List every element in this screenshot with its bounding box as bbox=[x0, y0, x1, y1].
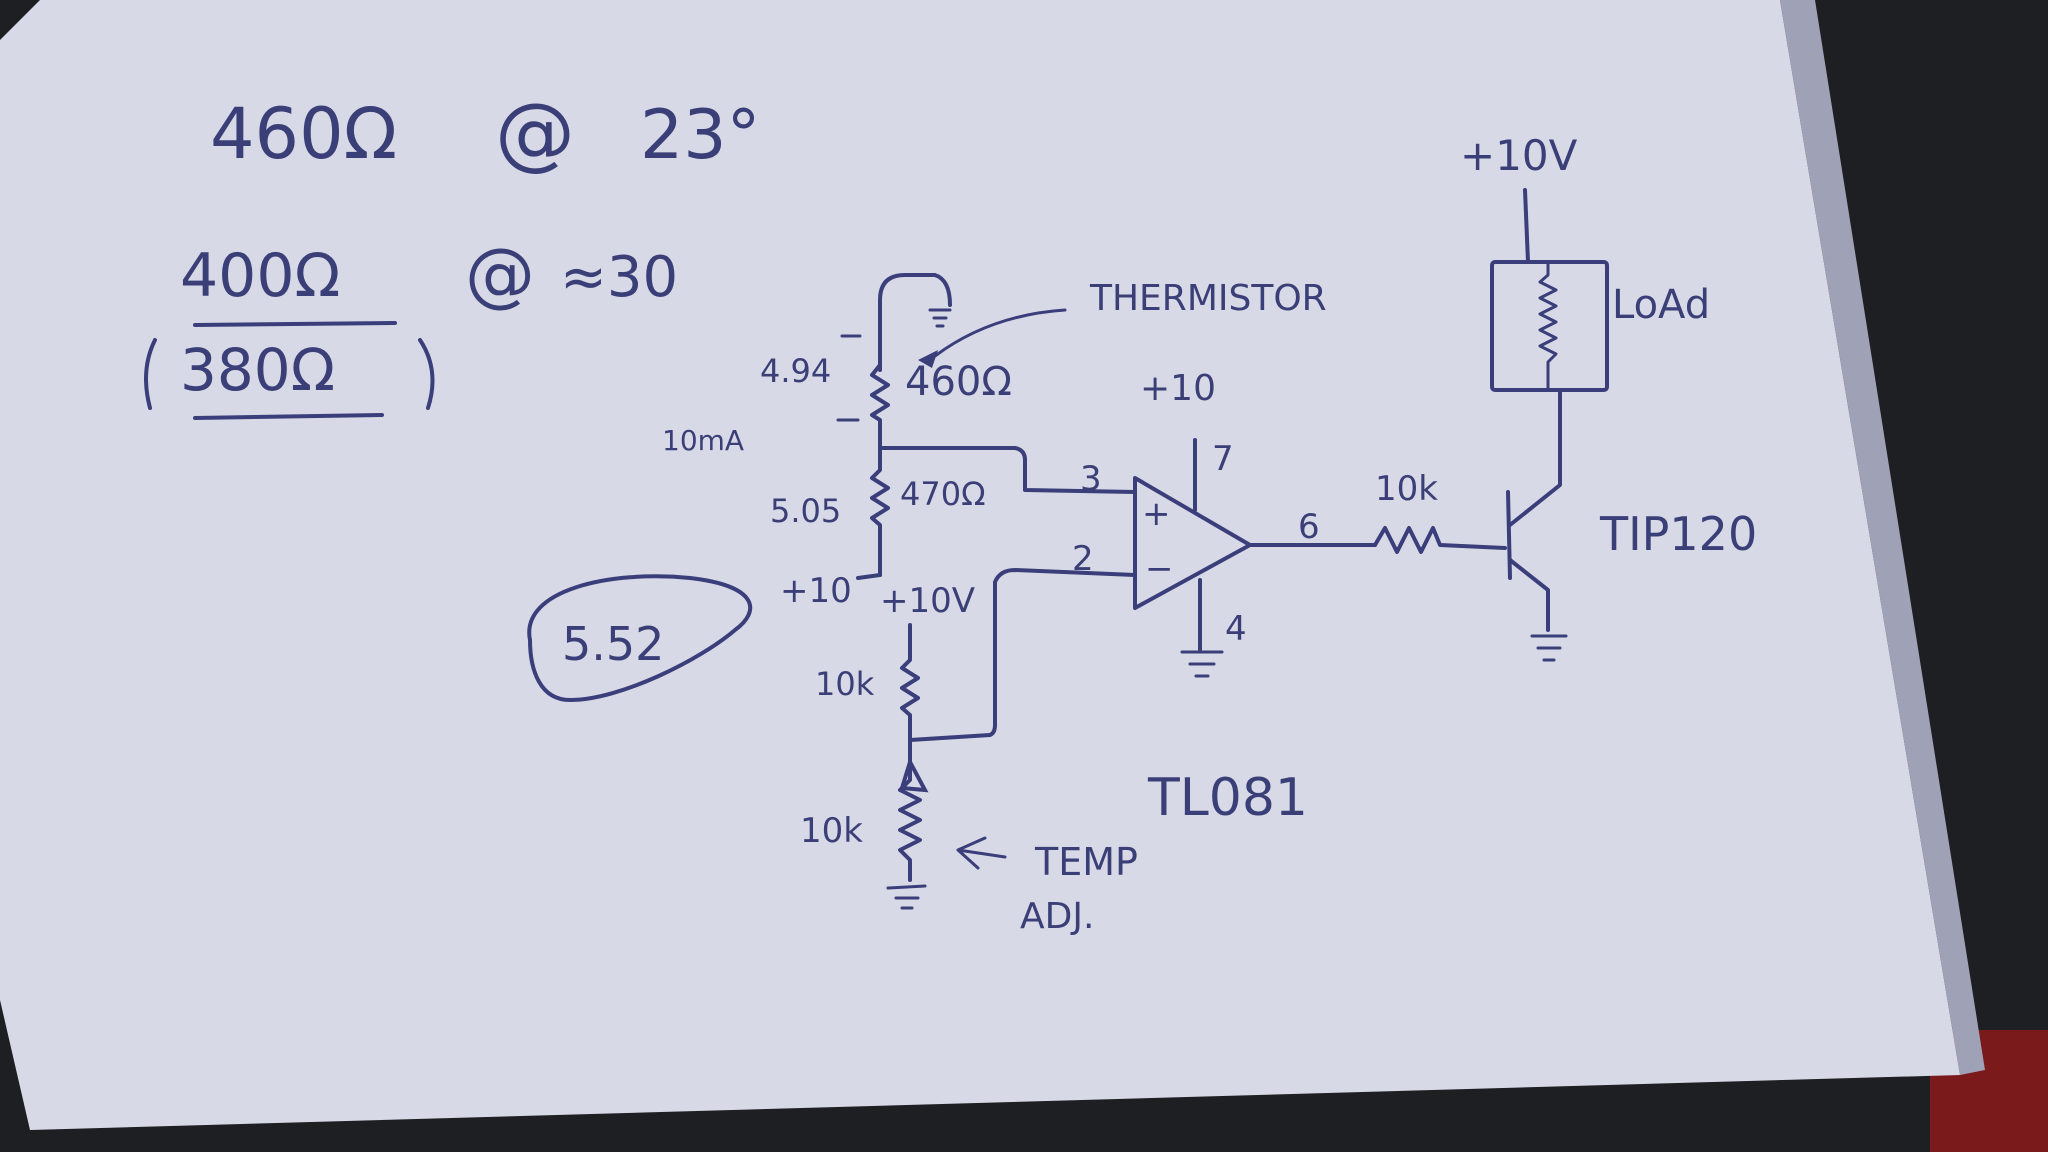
opamp-part-number: TL081 bbox=[1147, 768, 1308, 828]
divider-current: 10mA bbox=[662, 424, 744, 457]
note-underline-2 bbox=[193, 413, 384, 420]
base-resistor-symbol bbox=[1373, 526, 1507, 554]
note-resistance-380: 380Ω bbox=[180, 336, 335, 404]
note-at-symbol-1: @ bbox=[495, 86, 575, 179]
opamp-supply: +10 bbox=[1140, 368, 1216, 409]
divider-resistor-value: 470Ω bbox=[900, 475, 986, 513]
thermistor-top-wire bbox=[878, 273, 952, 372]
pot-value: 10k bbox=[800, 811, 863, 851]
ref-resistor-value: 10k bbox=[815, 665, 875, 703]
wire-divider-to-noninverting bbox=[878, 446, 1137, 494]
thermistor-pointer-line bbox=[933, 308, 1067, 358]
opamp-symbol bbox=[1133, 476, 1252, 610]
load-supply: +10V bbox=[1460, 131, 1578, 180]
note-bracket-left bbox=[144, 338, 157, 410]
opamp-plus-sign: + bbox=[1142, 494, 1171, 534]
note-bracket-right bbox=[418, 338, 435, 410]
transistor-part-number: TIP120 bbox=[1599, 507, 1757, 561]
load-label: LoAd bbox=[1612, 282, 1710, 328]
opamp-pin-noninv: 3 bbox=[1080, 459, 1102, 499]
ref-resistor-symbol bbox=[900, 623, 920, 742]
opamp-pin-gnd: 4 bbox=[1225, 609, 1247, 649]
thermistor-symbol bbox=[870, 363, 890, 452]
note-temp-30: ≈30 bbox=[560, 245, 678, 310]
base-resistor-value: 10k bbox=[1375, 469, 1438, 509]
paper-shadow-edge bbox=[1780, 0, 1985, 1075]
note-at-symbol-2: @ bbox=[465, 233, 535, 315]
wire-ref-to-inverting bbox=[908, 568, 1137, 742]
transistor-collector bbox=[1508, 388, 1562, 527]
measured-voltage: 5.52 bbox=[562, 617, 664, 671]
load-supply-wire bbox=[1523, 188, 1530, 264]
load-resistor-symbol bbox=[1538, 260, 1558, 392]
opamp-pin-out: 6 bbox=[1298, 507, 1320, 547]
divider-resistor-symbol bbox=[870, 446, 890, 577]
divider-voltage: 5.05 bbox=[770, 492, 841, 530]
note-temp-23: 23° bbox=[640, 96, 761, 175]
measured-voltage-circle bbox=[527, 574, 752, 702]
thermistor-value: 460Ω bbox=[905, 359, 1012, 405]
note-underline-1 bbox=[193, 321, 397, 327]
pot-pointer-arrow bbox=[956, 836, 1007, 870]
opamp-minus-sign: − bbox=[1145, 549, 1174, 589]
divider-supply: +10 bbox=[780, 571, 852, 611]
pot-ground-bar-1 bbox=[886, 884, 927, 890]
pot-wiper-arrow bbox=[899, 756, 929, 793]
thermistor-label: THERMISTOR bbox=[1089, 278, 1327, 319]
transistor-emitter bbox=[1508, 558, 1550, 632]
paper-sheet bbox=[0, 0, 1960, 1130]
transistor-base-bar bbox=[1506, 490, 1512, 580]
opamp-pin-inv: 2 bbox=[1072, 539, 1094, 579]
pot-label-adj: ADJ. bbox=[1020, 896, 1094, 937]
thermistor-voltage: 4.94 bbox=[760, 352, 831, 390]
thermistor-arrowhead bbox=[918, 350, 938, 368]
ref-supply: +10V bbox=[880, 581, 975, 621]
note-resistance-30: 400Ω bbox=[180, 241, 340, 311]
note-resistance-23: 460Ω bbox=[210, 93, 397, 175]
pot-label-temp: TEMP bbox=[1034, 840, 1138, 884]
divider-supply-wire bbox=[856, 573, 882, 580]
opamp-pin-vcc: 7 bbox=[1212, 439, 1234, 479]
